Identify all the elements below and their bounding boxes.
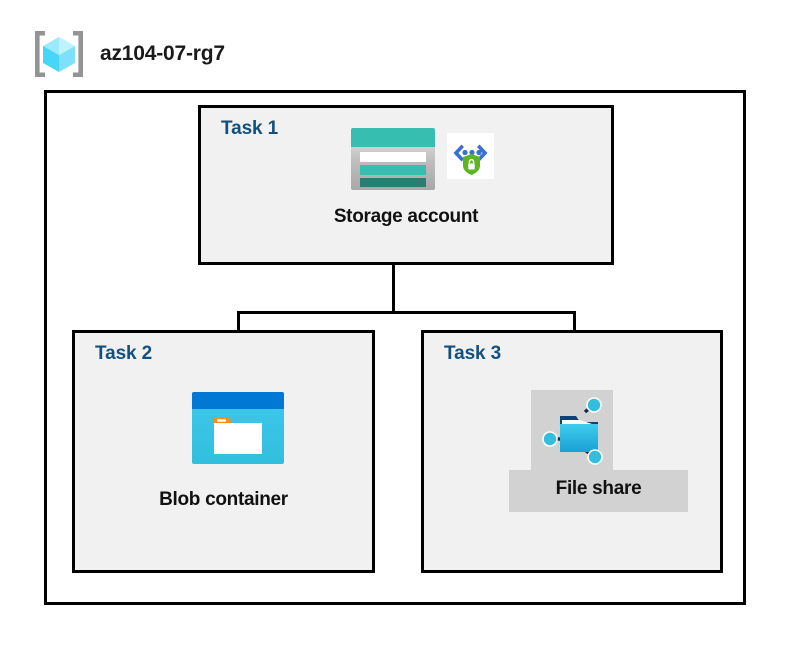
- resource-group-name: az104-07-rg7: [100, 42, 225, 65]
- storage-account-label: Storage account: [333, 206, 479, 227]
- resource-group-header: az104-07-rg7: [32, 28, 225, 80]
- connector-horizontal-bus: [237, 311, 576, 314]
- resource-group-cube-icon: [32, 28, 86, 80]
- task-3-label: Task 3: [444, 343, 502, 364]
- blob-container-label: Blob container: [159, 489, 288, 510]
- storage-account-icon: [349, 126, 437, 192]
- private-endpoint-secure-icon: [447, 133, 494, 179]
- task-2-label: Task 2: [95, 343, 153, 364]
- blob-container-icon: [192, 392, 284, 464]
- task-2-box: Task 2 Blob container: [72, 330, 375, 573]
- file-share-icon: [536, 394, 610, 468]
- file-share-label: File share: [555, 478, 642, 499]
- connector-storage-to-bus: [392, 265, 395, 313]
- task-1-label: Task 1: [221, 118, 279, 139]
- file-share-label-highlight: [509, 470, 688, 512]
